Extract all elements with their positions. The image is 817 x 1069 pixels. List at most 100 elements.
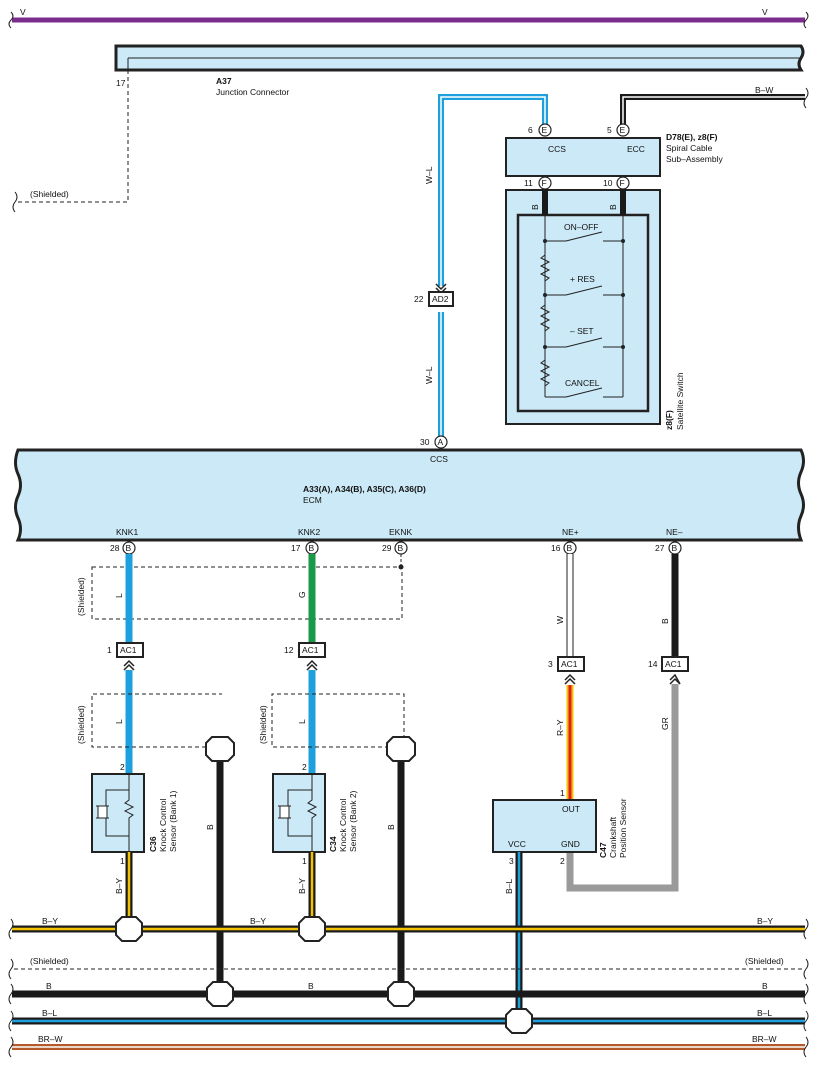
sat-set: – SET xyxy=(570,326,594,336)
sat-wire-b1: B xyxy=(530,204,540,210)
wire-gr: GR xyxy=(660,717,670,730)
knk-wires: L G AC1 1 AC1 12 L L xyxy=(107,554,326,773)
bus-b-mid: B xyxy=(308,981,314,991)
c47-out: OUT xyxy=(562,804,580,814)
wire-bw-label: B–W xyxy=(755,85,773,95)
c47-pin-out: 1 xyxy=(560,788,565,798)
bus-brw-left: BR–W xyxy=(38,1034,63,1044)
ecm-label-ccs: CCS xyxy=(430,454,448,464)
shield-lower-label-2: (Shielded) xyxy=(258,705,268,744)
ecm-knk1: KNK1 xyxy=(116,527,138,537)
bus-bl-right: B–L xyxy=(757,1008,772,1018)
spiral-ccs: CCS xyxy=(548,144,566,154)
c34-pin-bot: 1 xyxy=(302,856,307,866)
sat-code: z8(F) xyxy=(664,410,674,430)
sat-wire-b2: B xyxy=(608,204,618,210)
a37-pin: 17 xyxy=(116,78,126,88)
c34-knock-sensor: 2 1 C34 Knock Control Sensor (Bank 2) xyxy=(272,762,358,866)
wire-by-2: B–Y xyxy=(297,878,307,894)
wire-by-1: B–Y xyxy=(114,878,124,894)
ecm-term-nem: B xyxy=(672,543,678,553)
v-bus-label-left: V xyxy=(20,7,26,17)
ac1-4-pin: 14 xyxy=(648,659,658,669)
ad2-connector: AD2 22 xyxy=(414,291,454,307)
spiral-pin-f2: 10 xyxy=(603,178,613,188)
c34-code: C34 xyxy=(328,836,338,852)
ecm-term-knk1: B xyxy=(126,543,132,553)
spiral-cable: CCS ECC E E 6 5 F F 11 10 D78(E), z8(F) … xyxy=(505,123,723,190)
bus-shielded-right: (Shielded) xyxy=(745,956,784,966)
c47-vcc: VCC xyxy=(508,839,526,849)
wire-b-w: B–W xyxy=(620,85,809,130)
sat-on-off: ON–OFF xyxy=(564,222,598,232)
ecm-nem: NE– xyxy=(666,527,683,537)
wire-knk1-l: L xyxy=(114,593,124,598)
c47-crankshaft-sensor: OUT VCC GND 1 3 2 C47 Crankshaft Positio… xyxy=(492,788,628,1012)
shield-upper-label: (Shielded) xyxy=(76,577,86,616)
spiral-pin-ccs: 6 xyxy=(528,125,533,135)
spiral-pin-f1: 11 xyxy=(524,178,533,188)
wire-wl-label-lower: W–L xyxy=(424,366,434,384)
ecm-term-ccs: A xyxy=(438,437,444,447)
wires-b-y: B–Y B–Y xyxy=(114,852,316,918)
bus-brw-right: BR–W xyxy=(752,1034,777,1044)
ecm-nep: NE+ xyxy=(562,527,579,537)
ad2-label: AD2 xyxy=(432,294,449,304)
ac1-4-label: AC1 xyxy=(665,659,682,669)
c47-code: C47 xyxy=(598,842,608,858)
wire-nep-w: W xyxy=(555,616,565,624)
ecm-eknk: EKNK xyxy=(389,527,412,537)
c47-pin-vcc: 3 xyxy=(509,856,514,866)
spiral-code: D78(E), z8(F) xyxy=(666,132,718,142)
c36-pin-bot: 1 xyxy=(120,856,125,866)
a37-junction-connector: 17 A37 Junction Connector (Shielded) xyxy=(12,44,805,213)
c47-pin-gnd: 2 xyxy=(560,856,565,866)
c34-name1: Knock Control xyxy=(338,799,348,852)
shield-upper: (Shielded) xyxy=(76,554,404,620)
bus-by-mid: B–Y xyxy=(250,916,266,926)
ad2-pin: 22 xyxy=(414,294,424,304)
ecm-pin-nem: 27 xyxy=(655,543,665,553)
sat-name: Satellite Switch xyxy=(675,372,685,430)
c36-name2: Sensor (Bank 1) xyxy=(168,790,178,852)
bottom-buses: B–Y B–Y B–Y (Shielded) (Shielded) B B B … xyxy=(8,916,809,1058)
c47-gnd: GND xyxy=(561,839,580,849)
spiral-name2: Sub–Assembly xyxy=(666,154,723,164)
spiral-name1: Spiral Cable xyxy=(666,143,713,153)
ac1-3-pin: 3 xyxy=(548,659,553,669)
ecm-term-knk2: B xyxy=(309,543,315,553)
spiral-term-ccs: E xyxy=(542,125,548,135)
c34-pin-top: 2 xyxy=(302,762,307,772)
bus-bl-left: B–L xyxy=(42,1008,57,1018)
shield-lower-label-1: (Shielded) xyxy=(76,705,86,744)
bus-b-right: B xyxy=(762,981,768,991)
ac1-1-pin: 1 xyxy=(107,645,112,655)
spiral-pin-ecc: 5 xyxy=(607,125,612,135)
bus-by-right: B–Y xyxy=(757,916,773,926)
spiral-term-ecc: E xyxy=(620,125,626,135)
spiral-ecc: ECC xyxy=(627,144,645,154)
wire-gnd-b2: B xyxy=(386,824,396,830)
ecm-pin-nep: 16 xyxy=(551,543,561,553)
ecm-knk2: KNK2 xyxy=(298,527,320,537)
ac1-2-pin: 12 xyxy=(284,645,294,655)
wire-knk2-g: G xyxy=(297,591,307,598)
wire-nem-b: B xyxy=(660,618,670,624)
ecm-pin-knk2: 17 xyxy=(291,543,301,553)
ac1-1-label: AC1 xyxy=(120,645,137,655)
spiral-term-f1: F xyxy=(542,178,547,188)
satellite-switch: B B ON–OFF + RES – SET CANCEL z8(F) Sate… xyxy=(505,189,685,430)
ecm-pin-ccs: 30 xyxy=(420,437,430,447)
v-bus: V V xyxy=(8,7,809,29)
c36-knock-sensor: 2 1 C36 Knock Control Sensor (Bank 1) xyxy=(91,762,178,866)
shield-lower: (Shielded) (Shielded) xyxy=(76,693,405,748)
wire-knk1-l2: L xyxy=(114,719,124,724)
v-bus-label-right: V xyxy=(762,7,768,17)
ecm: A 30 CCS A33(A), A34(B), A35(C), A36(D) … xyxy=(14,435,805,555)
c47-name1: Crankshaft xyxy=(608,816,618,858)
sat-res: + RES xyxy=(570,274,595,284)
spiral-term-f2: F xyxy=(620,178,625,188)
a37-shielded: (Shielded) xyxy=(30,189,69,199)
bus-shielded-left: (Shielded) xyxy=(30,956,69,966)
